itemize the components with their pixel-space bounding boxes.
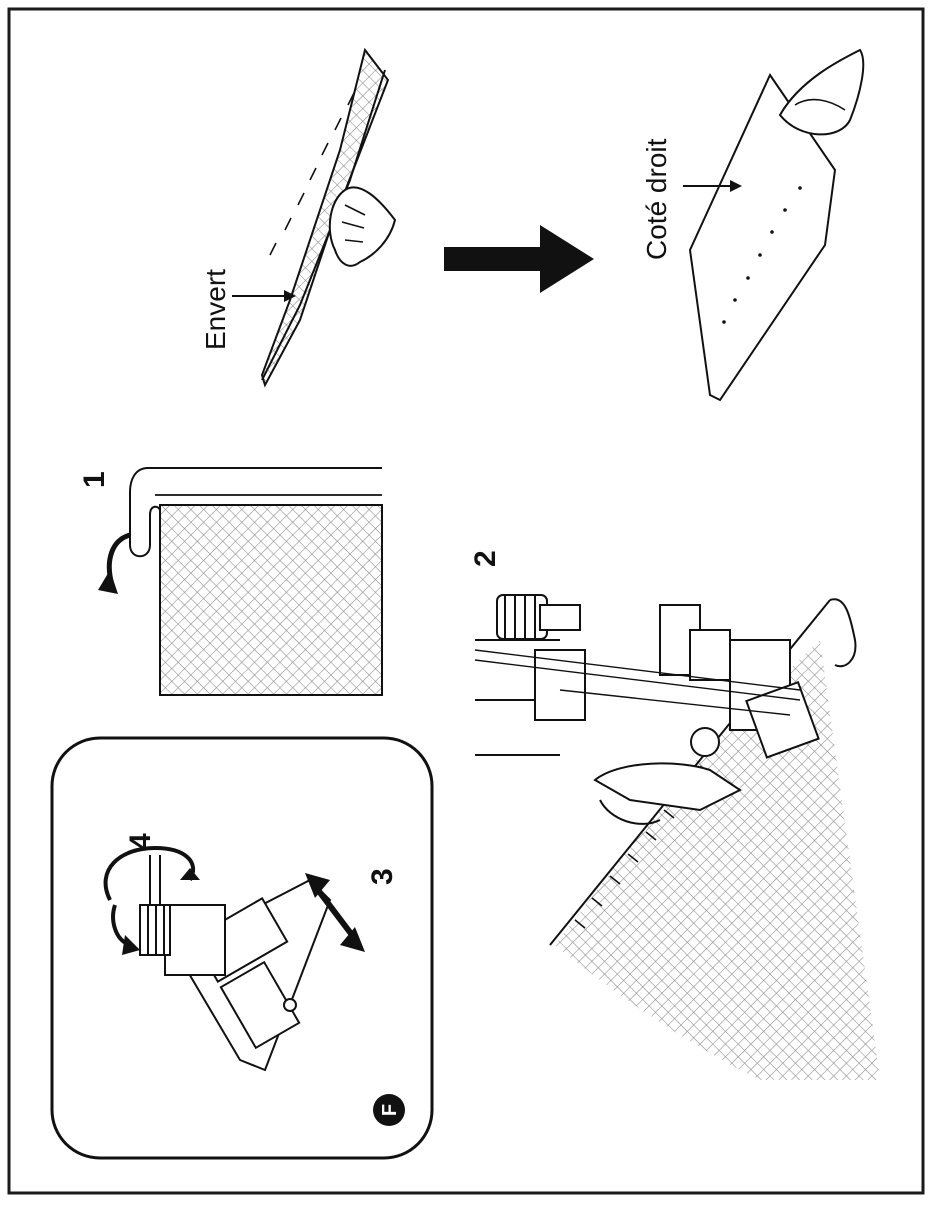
fabric-right-side-illustration <box>683 50 863 400</box>
badge-f-label: F <box>379 1104 401 1116</box>
label-cote-droit: Coté droit <box>641 138 672 260</box>
presser-foot-inset <box>52 738 432 1158</box>
step-number-4: 4 <box>124 833 157 850</box>
step2-sewing-illustration <box>475 595 880 1080</box>
step-number-3: 3 <box>366 868 399 885</box>
step1-folded-fabric <box>98 468 382 695</box>
fabric-wrong-side-illustration <box>232 50 395 385</box>
badge-f: F <box>373 1094 405 1126</box>
label-envert: Envert <box>200 269 231 350</box>
big-right-arrow <box>444 225 594 293</box>
step-number-2: 2 <box>469 550 502 567</box>
step-number-1: 1 <box>78 471 111 488</box>
